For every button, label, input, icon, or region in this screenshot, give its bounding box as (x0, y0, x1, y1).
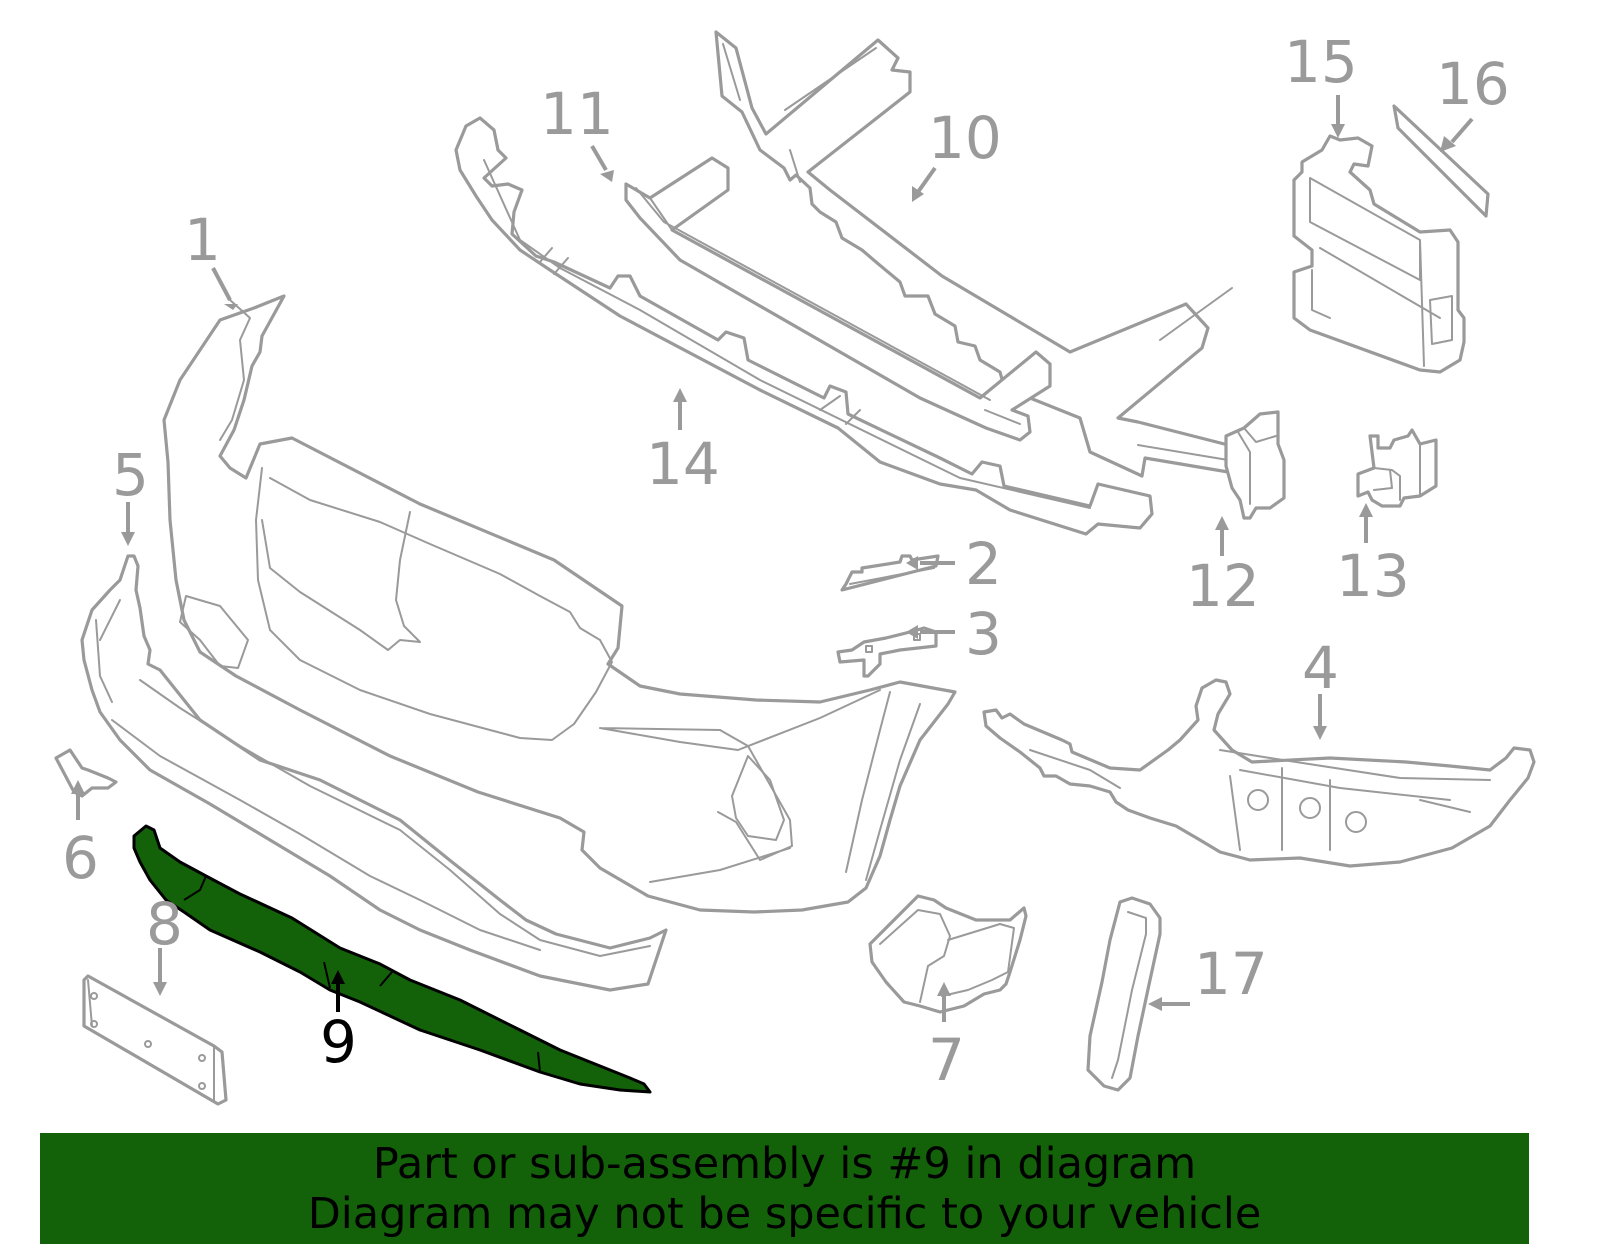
callout-13[interactable]: 13 (1336, 542, 1410, 610)
callout-17[interactable]: 17 (1194, 940, 1268, 1008)
callout-11[interactable]: 11 (540, 80, 614, 148)
part-3-bracket-clip[interactable] (836, 626, 938, 678)
banner-part-notice: Part or sub-assembly is #9 in diagram (372, 1138, 1197, 1189)
callout-4[interactable]: 4 (1302, 634, 1339, 702)
callout-9[interactable]: 9 (320, 1008, 357, 1076)
part-12-bracket[interactable] (1224, 410, 1286, 520)
callout-6[interactable]: 6 (62, 824, 99, 892)
callout-8[interactable]: 8 (146, 890, 183, 958)
callout-12[interactable]: 12 (1186, 552, 1260, 620)
part-7-air-duct[interactable] (868, 894, 1028, 1014)
callout-10[interactable]: 10 (928, 104, 1002, 172)
banner-disclaimer: Diagram may not be specific to your vehi… (307, 1188, 1262, 1239)
part-10-reinforcement-bar[interactable] (714, 30, 1254, 478)
part-5-side-support[interactable] (80, 554, 668, 992)
leader-lines (71, 95, 1474, 1022)
part-1-bumper-cover[interactable] (162, 294, 957, 914)
part-11-absorber[interactable] (624, 156, 1052, 442)
callout-2[interactable]: 2 (965, 530, 1002, 598)
callout-15[interactable]: 15 (1284, 28, 1358, 96)
part-4-carrier[interactable] (982, 678, 1536, 868)
part-8-license-bracket[interactable] (82, 974, 228, 1106)
part-15-bracket[interactable] (1292, 134, 1466, 374)
callout-5[interactable]: 5 (112, 441, 149, 509)
callout-14[interactable]: 14 (646, 430, 720, 498)
part-9-lower-trim-highlighted[interactable] (132, 824, 652, 1094)
part-13-bracket[interactable] (1356, 428, 1438, 508)
part-16-strip[interactable] (1392, 104, 1490, 218)
callout-3[interactable]: 3 (965, 600, 1002, 668)
part-14-lower-carrier[interactable] (454, 116, 1154, 536)
part-17-side-marker[interactable] (1086, 896, 1162, 1092)
callout-16[interactable]: 16 (1436, 50, 1510, 118)
callout-1[interactable]: 1 (184, 206, 221, 274)
callout-7[interactable]: 7 (928, 1026, 965, 1094)
info-banner: Part or sub-assembly is #9 in diagram Di… (40, 1133, 1529, 1244)
callout-labels: 1 2 3 4 5 6 7 8 9 10 11 12 13 14 15 16 1… (62, 28, 1510, 1094)
part-6-clip[interactable] (54, 748, 118, 798)
